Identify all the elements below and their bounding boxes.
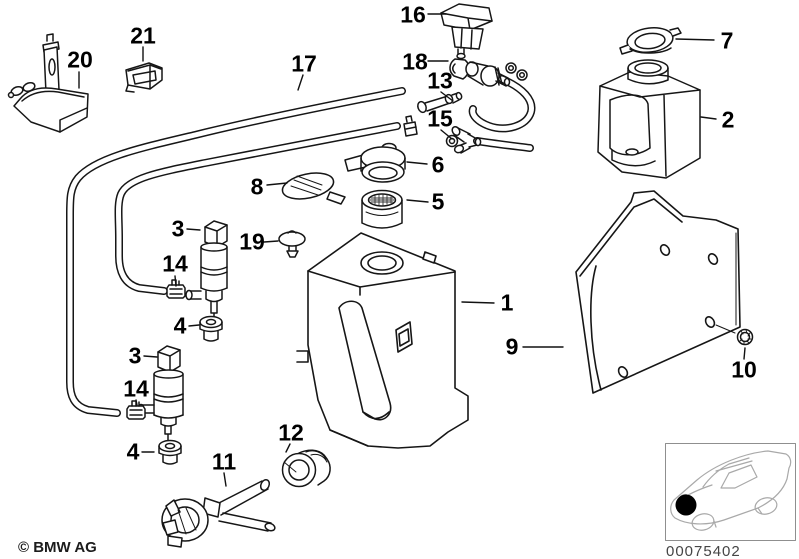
part-4-grommet-lower-drawing <box>158 439 182 465</box>
part-label-11[interactable]: 11 <box>211 448 237 475</box>
part-label-14b[interactable]: 14 <box>123 375 149 402</box>
part-label-3b[interactable]: 3 <box>128 342 142 369</box>
part-label-4a[interactable]: 4 <box>173 312 187 339</box>
part-5-filter-drawing <box>361 189 403 229</box>
part-label-13[interactable]: 13 <box>427 67 453 94</box>
part-label-14a[interactable]: 14 <box>162 250 188 277</box>
part-label-17[interactable]: 17 <box>291 50 317 77</box>
part-label-1[interactable]: 1 <box>500 289 514 316</box>
part-1-main-tank-drawing <box>296 232 469 449</box>
part-label-20[interactable]: 20 <box>67 46 93 73</box>
part-6-cap-holder-drawing <box>344 142 406 183</box>
part-18-check-valve-drawing <box>449 58 528 87</box>
part-label-3a[interactable]: 3 <box>171 215 185 242</box>
part-label-16[interactable]: 16 <box>400 1 426 28</box>
inset-box <box>665 443 796 541</box>
washer-hose-to-pump <box>114 122 401 295</box>
part-label-2[interactable]: 2 <box>721 106 735 133</box>
part-8-lid-drawing <box>281 172 346 205</box>
part-label-4b[interactable]: 4 <box>126 438 140 465</box>
part-3-pump-lower-drawing <box>137 345 184 441</box>
tee-right-hose <box>473 137 534 152</box>
part-label-21[interactable]: 21 <box>130 22 156 49</box>
part-14-clamp-upper-drawing <box>166 279 186 299</box>
part-label-15[interactable]: 15 <box>427 105 453 132</box>
part-label-12[interactable]: 12 <box>278 419 304 446</box>
part-14-clamp-lower-drawing <box>126 400 146 420</box>
part-7-cap-drawing <box>619 27 682 55</box>
part-label-18[interactable]: 18 <box>402 48 428 75</box>
image-number: 00075402 <box>666 543 741 559</box>
part-4-grommet-upper-drawing <box>199 315 223 342</box>
part-3-pump-upper-drawing <box>185 220 228 323</box>
part-16-washer-jet-drawing <box>440 3 493 60</box>
leader-lines <box>78 13 746 487</box>
car-location-inset <box>665 443 796 541</box>
part-label-6[interactable]: 6 <box>431 151 445 178</box>
part-label-10[interactable]: 10 <box>731 356 757 383</box>
part-20-bracket-drawing <box>7 33 89 133</box>
part-19-plug-drawing <box>278 230 306 258</box>
check-valve-hose <box>468 75 536 133</box>
part-10-nut-drawing <box>715 324 754 346</box>
part-12-grommet-drawing <box>281 449 331 488</box>
part-label-8[interactable]: 8 <box>250 173 264 200</box>
part-11-sensor-drawing <box>161 478 276 548</box>
part-21-clip-drawing <box>125 62 163 93</box>
copyright-text: © BMW AG <box>18 539 97 556</box>
part-15-tee-connector-drawing <box>403 115 482 154</box>
part-label-5[interactable]: 5 <box>431 188 445 215</box>
part-2-reservoir-drawing <box>597 59 701 179</box>
part-9-bracket-drawing <box>575 190 741 394</box>
part-label-19[interactable]: 19 <box>239 228 265 255</box>
washer-hose-17 <box>66 87 406 417</box>
location-dot <box>675 494 697 516</box>
part-label-7[interactable]: 7 <box>720 27 734 54</box>
part-label-9[interactable]: 9 <box>505 333 519 360</box>
